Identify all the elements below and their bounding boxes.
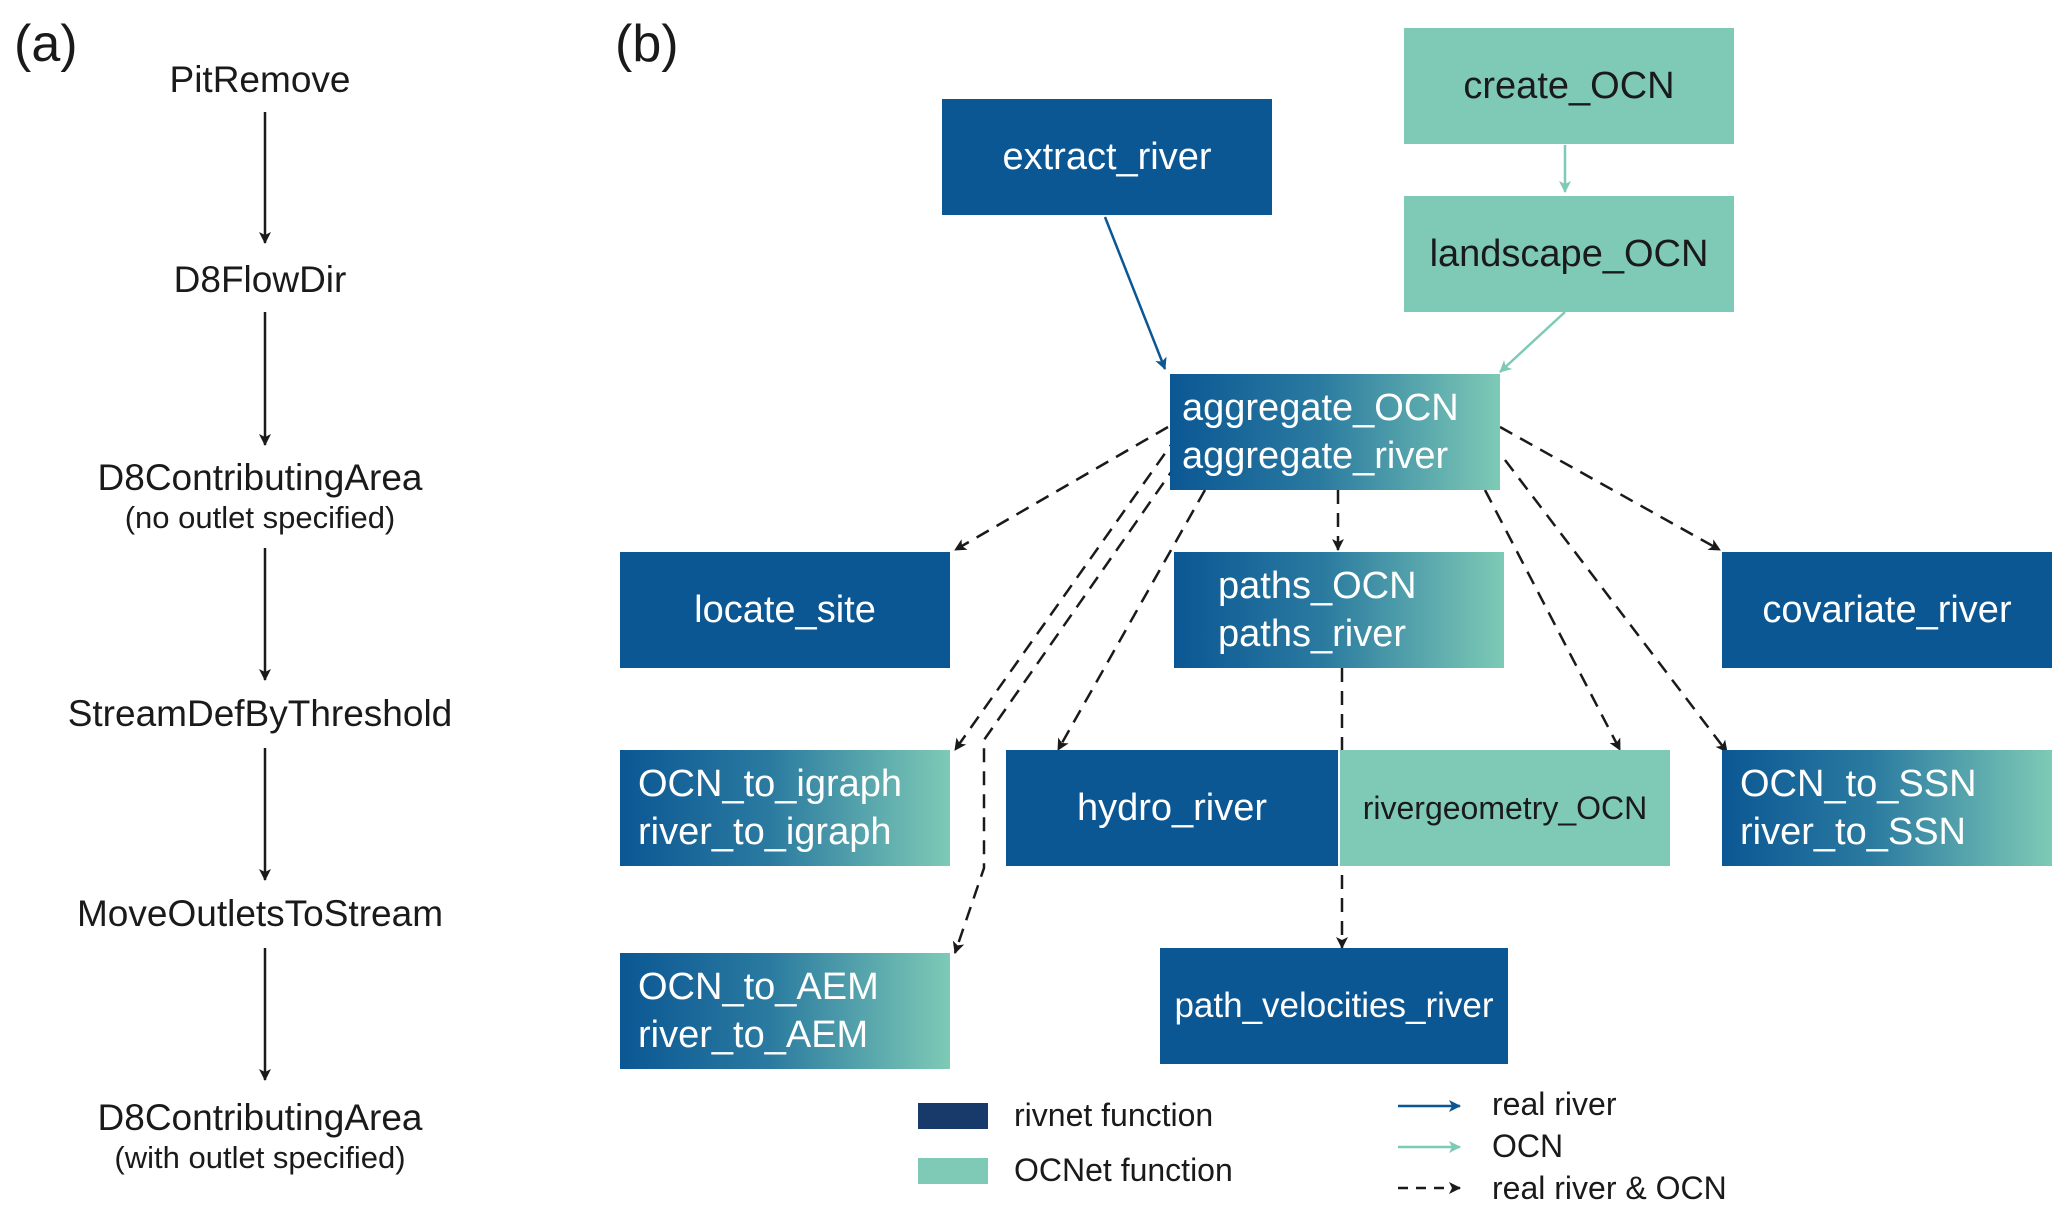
node-landscape-ocn: landscape_OCN [1404, 196, 1734, 312]
node-label: create_OCN [1463, 65, 1675, 107]
node-label-river: aggregate_river [1182, 435, 1449, 477]
node-label: extract_river [1002, 136, 1212, 178]
arrow-extract-aggregate [1103, 216, 1167, 370]
node-hydro-river: hydro_river [1006, 750, 1338, 866]
node-label: path_velocities_river [1174, 986, 1494, 1025]
node-igraph: OCN_to_igraph river_to_igraph [620, 750, 950, 866]
node-paths: paths_OCN paths_river [1174, 552, 1504, 668]
node-label: locate_site [694, 589, 876, 631]
arrow-aggregate-covariate [1499, 425, 1721, 552]
step-note: (no outlet specified) [124, 500, 396, 535]
node-aggregate: aggregate_OCN aggregate_river [1170, 374, 1500, 490]
legend-label-ocn: OCN [1492, 1128, 1564, 1164]
node-label: rivergeometry_OCN [1362, 790, 1648, 826]
step-label: PitRemove [169, 59, 351, 100]
node-covariate-river: covariate_river [1722, 552, 2052, 668]
node-rivergeometry-ocn: rivergeometry_OCN [1340, 750, 1670, 866]
node-label-ocn: OCN_to_AEM [638, 966, 879, 1008]
legend-swatch-rivnet [918, 1103, 988, 1129]
node-label: covariate_river [1762, 589, 2012, 631]
arrow-aggregate-locate [954, 425, 1169, 552]
node-aem: OCN_to_AEM river_to_AEM [620, 953, 950, 1069]
node-label-river: river_to_SSN [1740, 811, 1966, 853]
legend-label-rivnet: rivnet function [1014, 1097, 1214, 1133]
arrow-aggregate-ssn [1504, 459, 1728, 753]
legend-label-ocnet: OCNet function [1014, 1152, 1233, 1188]
step-label: D8ContributingArea [97, 1097, 423, 1138]
step-label: MoveOutletsToStream [76, 893, 444, 934]
step-d8contributingarea-with-outlet: D8ContributingArea (with outlet specifie… [30, 1096, 490, 1176]
legend-label-both: real river & OCN [1492, 1170, 1727, 1206]
node-extract-river: extract_river [942, 99, 1272, 215]
step-label: StreamDefByThreshold [67, 693, 453, 734]
node-label: landscape_OCN [1429, 233, 1709, 275]
node-label-ocn: paths_OCN [1218, 565, 1417, 607]
node-label-ocn: OCN_to_igraph [638, 763, 903, 805]
node-label-river: river_to_AEM [638, 1014, 869, 1056]
panel-b-label: (b) [615, 15, 679, 73]
arrow-aggregate-rivergeometry [1483, 489, 1622, 751]
step-pitremove: PitRemove [30, 58, 490, 102]
step-d8flowdir: D8FlowDir [30, 258, 490, 302]
legend-label-real-river: real river [1492, 1086, 1617, 1122]
node-label-ocn: aggregate_OCN [1182, 387, 1459, 429]
step-streamdefbythreshold: StreamDefByThreshold [30, 692, 490, 736]
step-label: D8ContributingArea [97, 457, 423, 498]
node-create-ocn: create_OCN [1404, 28, 1734, 144]
node-label: hydro_river [1076, 787, 1268, 829]
node-ssn: OCN_to_SSN river_to_SSN [1722, 750, 2052, 866]
arrow-aggregate-igraph [953, 434, 1180, 751]
panel-a-label: (a) [14, 15, 78, 73]
node-locate-site: locate_site [620, 552, 950, 668]
arrow-aggregate-hydro [1056, 489, 1207, 751]
node-path-velocities-river: path_velocities_river [1160, 948, 1508, 1064]
step-label: D8FlowDir [173, 259, 347, 300]
arrow-landscape-aggregate [1499, 311, 1566, 373]
legend-swatch-ocnet [918, 1158, 988, 1184]
node-label-ocn: OCN_to_SSN [1740, 763, 1977, 805]
node-label-river: river_to_igraph [638, 811, 892, 853]
arrow-aggregate-aem [952, 444, 1192, 954]
step-note: (with outlet specified) [114, 1140, 406, 1175]
node-label-river: paths_river [1218, 613, 1406, 655]
step-moveoutletstostream: MoveOutletsToStream [30, 892, 490, 936]
step-d8contributingarea-no-outlet: D8ContributingArea (no outlet specified) [30, 456, 490, 536]
